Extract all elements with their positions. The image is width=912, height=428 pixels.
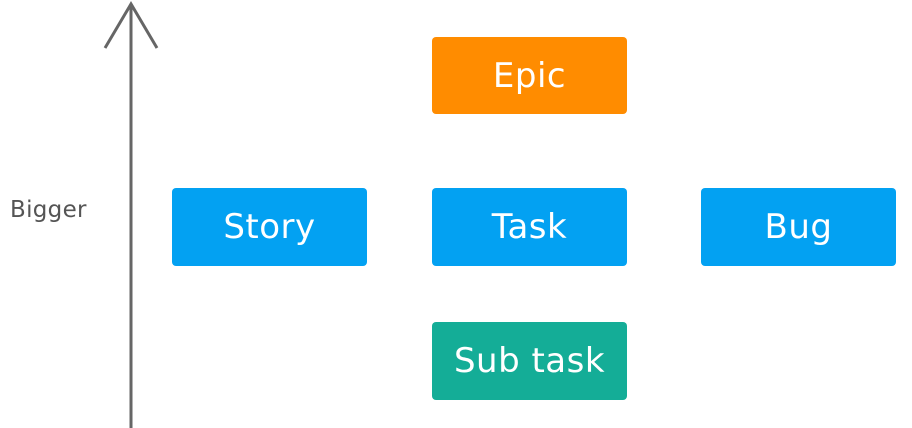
node-subtask: Sub task — [432, 322, 627, 400]
node-task: Task — [432, 188, 627, 266]
axis-label: Bigger — [10, 197, 87, 223]
node-epic: Epic — [432, 37, 627, 114]
arrow-head — [103, 1, 159, 49]
node-bug: Bug — [701, 188, 896, 266]
node-story: Story — [172, 188, 367, 266]
